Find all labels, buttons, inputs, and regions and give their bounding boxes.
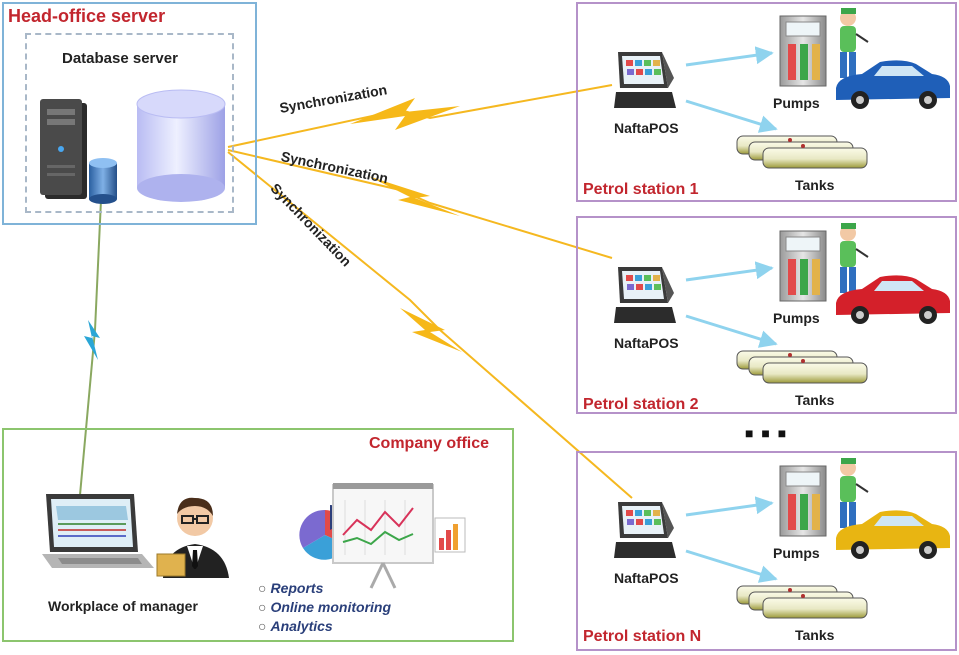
tanks-icon [736,350,868,384]
flow-arrows [685,496,778,583]
workplace-label: Workplace of manager [48,598,198,614]
lightning-bolt-icon [350,98,460,130]
petrol-station-2-panel [576,216,957,414]
lightning-bolt-icon [400,308,462,352]
tanks-label: Tanks [795,627,835,643]
flow-arrows [685,261,778,348]
pos-terminal-icon [614,267,676,323]
tanks-label: Tanks [795,177,835,193]
car-icon [836,60,950,109]
attendant-icon [840,8,869,78]
pos-label: NaftaPOS [614,120,679,136]
sync-link-station-n [227,151,633,499]
lightning-bolt-icon [84,320,100,360]
flow-arrows [685,46,778,133]
car-icon [836,510,950,559]
manager-link [79,199,102,496]
petrol-station-1-panel [576,2,957,202]
server-tower-icon [40,99,87,199]
head-office-title: Head-office server [8,6,166,26]
attendant-icon [840,223,869,293]
lightning-bolt-icon [368,176,460,216]
database-server-label: Database server [62,50,178,67]
pumps-label: Pumps [773,310,820,326]
small-database-icon [89,158,117,204]
pos-label: NaftaPOS [614,335,679,351]
database-cylinder-icon [136,89,226,202]
feature-item-online-monitoring: ○Online monitoring [258,599,392,615]
laptop-icon [42,494,154,568]
station-2-title: Petrol station 2 [583,396,699,413]
tanks-icon [736,585,868,619]
car-icon [836,275,950,324]
tanks-icon [736,135,868,169]
pos-terminal-icon [614,502,676,558]
tanks-label: Tanks [795,392,835,408]
pumps-label: Pumps [773,545,820,561]
pos-label: NaftaPOS [614,570,679,586]
feature-item-reports: ○Reports [258,580,324,596]
fuel-pump-icon [779,465,827,537]
fuel-pump-icon [779,230,827,302]
head-office-panel [2,2,257,225]
attendant-icon [840,458,869,528]
station-1-title: Petrol station 1 [583,181,699,198]
more-stations-ellipsis: ■ ■ ■ [745,425,789,441]
database-server-group [25,33,234,213]
features-list: ○Reports ○Online monitoring ○Analytics [258,580,391,637]
feature-item-analytics: ○Analytics [258,618,333,634]
company-office-title: Company office [369,435,490,452]
pumps-label: Pumps [773,95,820,111]
pos-terminal-icon [614,52,676,108]
bullet-icon: ○ [258,618,267,634]
company-office-panel [2,428,514,642]
manager-person-icon [156,497,229,578]
bullet-icon: ○ [258,580,267,596]
petrol-station-n-panel [576,451,957,651]
analytics-board-icon [299,483,466,589]
station-n-title: Petrol station N [583,628,702,645]
bullet-icon: ○ [258,599,267,615]
fuel-pump-icon [779,15,827,87]
